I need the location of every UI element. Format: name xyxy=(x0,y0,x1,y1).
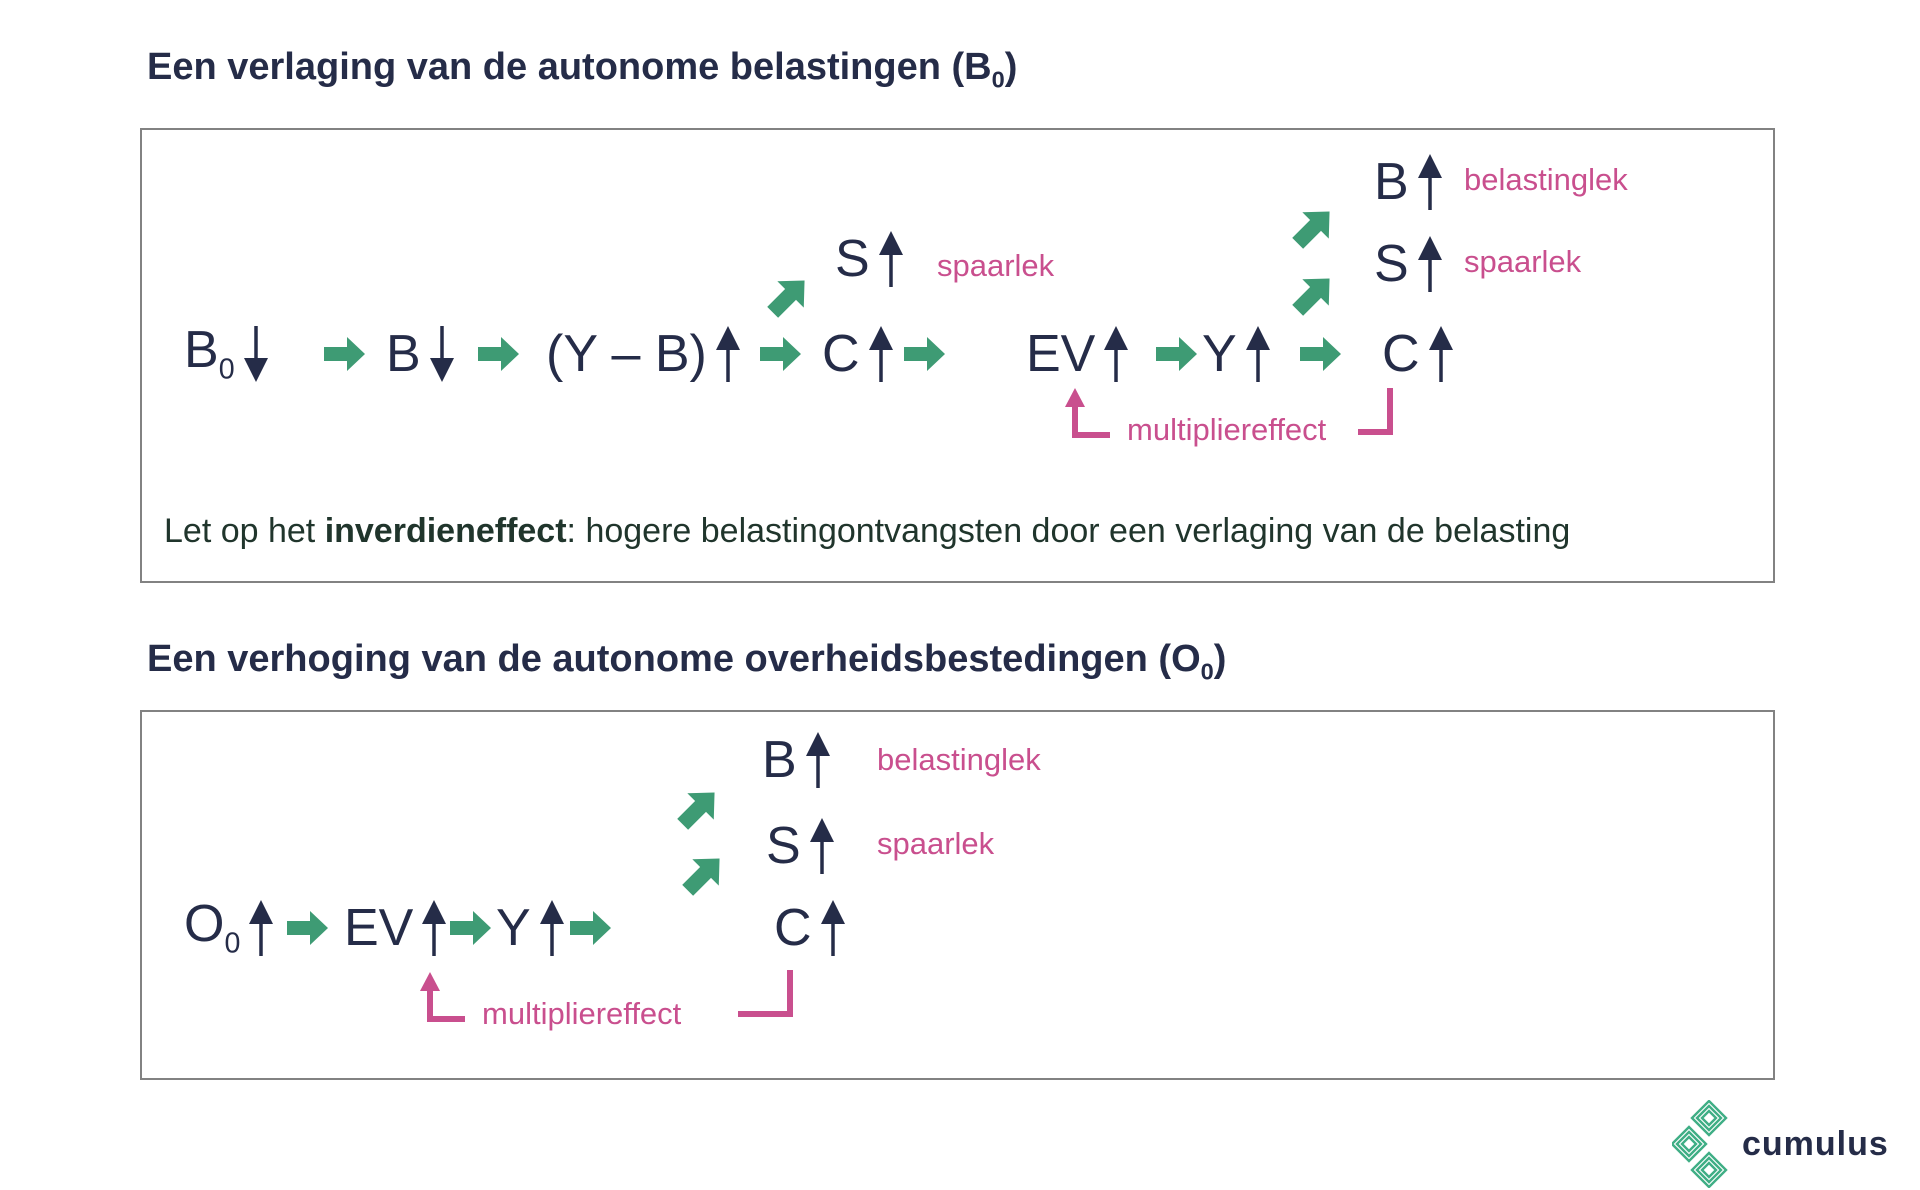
elbow-connector-icon xyxy=(738,970,796,1023)
flow-term-b: B xyxy=(386,316,455,392)
branch-term-s: S xyxy=(835,224,904,294)
flow-label-sub: 0 xyxy=(224,927,241,960)
spaarlek-annotation: spaarlek xyxy=(937,248,1055,283)
arrow-up-icon xyxy=(1428,326,1453,382)
arrow-up-icon xyxy=(715,326,740,382)
spaarlek-annotation: spaarlek xyxy=(877,826,995,861)
arrow-right-icon xyxy=(904,334,946,374)
spaarlek-annotation: spaarlek xyxy=(1464,244,1582,279)
multipliereffect-annotation: multipliereffect xyxy=(1127,412,1327,447)
arrow-right-icon xyxy=(760,334,802,374)
arrow-right-icon xyxy=(1300,334,1342,374)
arrow-up-icon xyxy=(249,900,274,956)
section1-title-close: ) xyxy=(1004,46,1018,88)
section1-title-text: Een verlaging van de autonome belastinge… xyxy=(147,46,992,88)
branch-label: B xyxy=(1374,153,1409,211)
note-prefix: Let op het xyxy=(164,512,325,550)
flow-term-y: Y xyxy=(1202,316,1271,392)
branch-label: S xyxy=(1374,235,1409,293)
flow-label-sub: 0 xyxy=(218,353,235,386)
feedback-arrow-icon xyxy=(417,970,471,1029)
panel-tax-decrease: B0 B (Y – B) C EV Y C xyxy=(140,128,1775,583)
flow-term-c2: C xyxy=(1382,316,1454,392)
flow-label: B xyxy=(386,325,421,383)
flow-term-ev: EV xyxy=(1026,316,1129,392)
arrow-up-icon xyxy=(422,900,447,956)
panel-spending-increase: B belastinglek S spaarlek O0 EV Y C xyxy=(140,710,1775,1080)
arrow-right-icon xyxy=(1156,334,1198,374)
multipliereffect-annotation: multipliereffect xyxy=(482,996,682,1031)
flow-term-c: C xyxy=(774,890,846,966)
section1-title: Een verlaging van de autonome belastinge… xyxy=(147,46,1017,94)
arrow-up-icon xyxy=(820,900,845,956)
arrow-up-icon xyxy=(805,732,830,788)
elbow-connector-icon xyxy=(1358,388,1396,441)
section2-title-close: ) xyxy=(1213,638,1227,680)
flow-label: C xyxy=(774,899,812,957)
arrow-up-icon xyxy=(868,326,893,382)
arrow-right-icon xyxy=(324,334,366,374)
branch-label: S xyxy=(766,817,801,875)
branch-term-b: B xyxy=(1374,144,1443,220)
branch-term-s: S xyxy=(766,808,835,884)
flow-term-o0: O0 xyxy=(184,890,274,966)
flow-term-b0: B0 xyxy=(184,316,269,392)
section2-title-sub: 0 xyxy=(1200,658,1214,685)
arrow-up-icon xyxy=(1417,236,1442,292)
flow-label: O xyxy=(184,895,225,953)
flow-term-ev: EV xyxy=(344,890,447,966)
belastinglek-annotation: belastinglek xyxy=(877,742,1041,777)
brand-name: cumulus xyxy=(1742,1124,1889,1163)
arrow-up-icon xyxy=(1245,326,1270,382)
arrow-up-icon xyxy=(539,900,564,956)
arrow-diagonal-icon xyxy=(1281,261,1346,326)
logo-diamonds-icon xyxy=(1672,1100,1728,1188)
flow-term-y: Y xyxy=(496,890,565,966)
feedback-arrow-icon xyxy=(1062,386,1116,445)
flow-label: (Y – B) xyxy=(546,325,707,383)
flow-label: Y xyxy=(496,899,531,957)
branch-term-s2: S xyxy=(1374,226,1443,302)
arrow-up-icon xyxy=(1417,154,1442,210)
arrow-down-icon xyxy=(429,326,454,382)
flow-term-yb: (Y – B) xyxy=(546,316,741,392)
arrow-up-icon xyxy=(878,231,903,287)
branch-term-b: B xyxy=(762,722,831,798)
belastinglek-annotation: belastinglek xyxy=(1464,162,1628,197)
arrow-right-icon xyxy=(450,908,492,948)
inverdieneffect-note: Let op het inverdieneffect: hogere belas… xyxy=(164,512,1570,551)
flow-label: Y xyxy=(1202,325,1237,383)
flow-label: EV xyxy=(344,899,414,957)
cumulus-logo: cumulus xyxy=(1672,1100,1889,1188)
flow-term-c1: C xyxy=(822,316,894,392)
arrow-up-icon xyxy=(809,818,834,874)
arrow-down-icon xyxy=(243,326,268,382)
section2-title: Een verhoging van de autonome overheidsb… xyxy=(147,638,1226,686)
arrow-diagonal-icon xyxy=(1281,194,1346,259)
arrow-right-icon xyxy=(478,334,520,374)
branch-label: S xyxy=(835,230,870,288)
arrow-diagonal-icon xyxy=(671,841,736,906)
note-bold: inverdieneffect xyxy=(324,512,567,550)
flow-label: B xyxy=(184,321,219,379)
section2-title-text: Een verhoging van de autonome overheidsb… xyxy=(147,638,1201,680)
flow-label: EV xyxy=(1026,325,1096,383)
flow-label: C xyxy=(1382,325,1420,383)
section1-title-sub: 0 xyxy=(991,66,1005,93)
branch-label: B xyxy=(762,731,797,789)
arrow-right-icon xyxy=(570,908,612,948)
flow-label: C xyxy=(822,325,860,383)
arrow-diagonal-icon xyxy=(756,263,821,328)
arrow-diagonal-icon xyxy=(666,775,731,840)
note-suffix: : hogere belastingontvangsten door een v… xyxy=(566,512,1571,550)
arrow-right-icon xyxy=(287,908,329,948)
arrow-up-icon xyxy=(1104,326,1129,382)
